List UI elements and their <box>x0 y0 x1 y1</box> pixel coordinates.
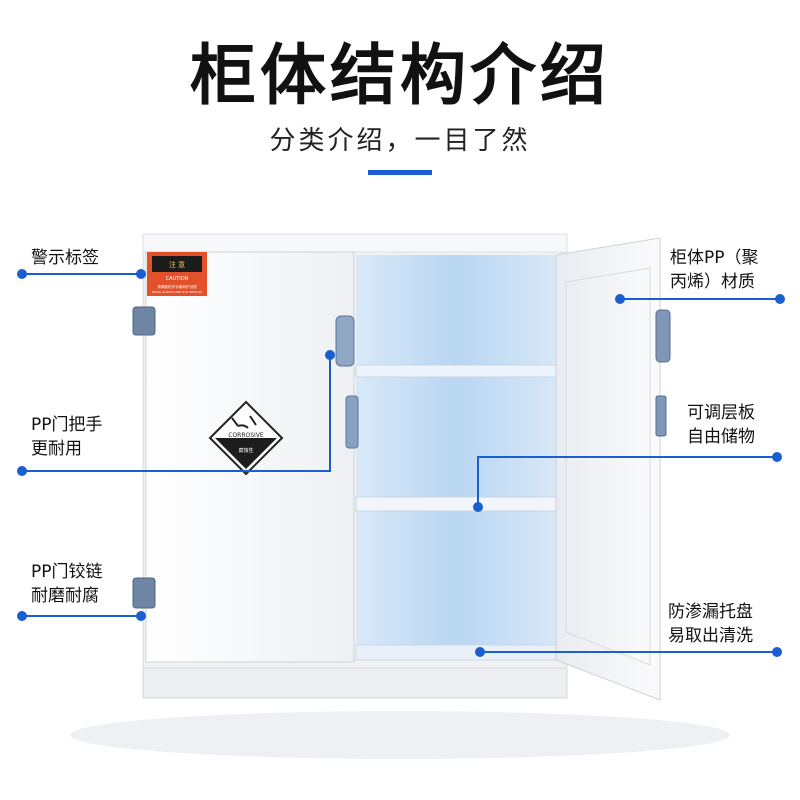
title-underline <box>368 170 432 175</box>
dot-shelf-right <box>772 452 782 462</box>
dot-material-left <box>615 294 625 304</box>
label-material: 柜体PP（聚 丙烯）材质 <box>670 248 759 292</box>
dot-handle-left <box>17 466 27 476</box>
cabinet-illustration: 注 意 CAUTION 请佩戴防护手套和护目镜 WEAR GLOVES AND … <box>70 233 730 759</box>
center-handle <box>345 395 359 449</box>
svg-text:注 意: 注 意 <box>169 260 185 269</box>
svg-text:CORROSIVE: CORROSIVE <box>228 432 264 439</box>
lower-hinge <box>132 577 156 609</box>
dot-hinge-right <box>136 611 146 621</box>
line-shelf <box>477 456 777 507</box>
label-handle: PP门把手 更耐用 <box>31 415 103 459</box>
svg-text:请佩戴防护手套和护目镜: 请佩戴防护手套和护目镜 <box>157 284 197 289</box>
dot-tray-left <box>475 647 485 657</box>
page-subtitle: 分类介绍，一目了然 <box>269 126 531 156</box>
corrosive-hazard-sign: CORROSIVE 腐蚀性 <box>208 400 284 476</box>
svg-text:腐蚀性: 腐蚀性 <box>238 447 253 454</box>
label-shelf: 可调层板 自由储物 <box>687 403 755 447</box>
line-handle <box>22 355 331 472</box>
label-warning: 警示标签 <box>31 248 99 268</box>
right-open-door <box>555 237 661 701</box>
right-door-panel <box>565 267 651 666</box>
svg-text:WEAR GLOVES AND EYE SHIELDS: WEAR GLOVES AND EYE SHIELDS <box>152 290 202 294</box>
upper-hinge <box>132 306 156 336</box>
svg-text:CAUTION: CAUTION <box>166 276 189 282</box>
label-tray: 防渗漏托盘 易取出清洗 <box>668 602 753 646</box>
right-door-hinge <box>655 395 667 437</box>
dot-handle-right <box>325 350 335 360</box>
dot-material-right <box>775 294 785 304</box>
page-title: 柜体结构介绍 <box>190 37 610 114</box>
dot-tray-right <box>772 647 782 657</box>
dot-shelf-left <box>473 502 483 512</box>
left-door-handle <box>335 315 355 367</box>
cabinet-base <box>142 667 568 699</box>
right-door-handle <box>655 309 671 363</box>
dot-hinge-left <box>17 611 27 621</box>
cabinet-top <box>142 233 568 253</box>
dot-warning-right <box>136 269 146 279</box>
dot-warning-left <box>17 269 27 279</box>
label-hinge: PP门铰链 耐磨耐腐 <box>31 562 103 606</box>
warning-sticker: 注 意 CAUTION 请佩戴防护手套和护目镜 WEAR GLOVES AND … <box>147 252 207 296</box>
floor-shadow <box>70 711 730 759</box>
